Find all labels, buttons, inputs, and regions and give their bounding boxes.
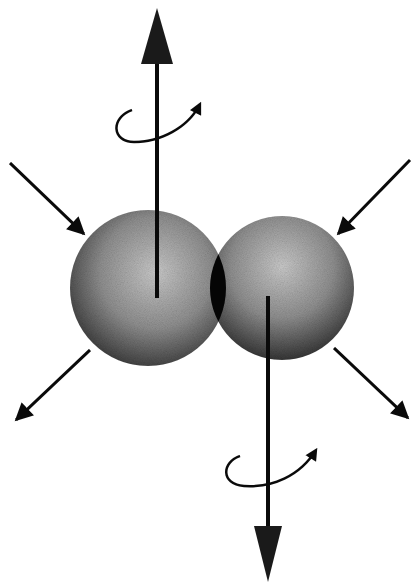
right-sphere	[210, 216, 354, 360]
lower-rotation-curved-arrow-icon	[226, 450, 316, 486]
incoming-arrow-upper-left	[10, 163, 84, 234]
lower-axis-arrowhead-icon	[254, 526, 282, 582]
left-sphere	[70, 210, 226, 366]
upper-axis-arrowhead-icon	[141, 8, 173, 64]
outgoing-arrow-lower-right	[334, 348, 408, 418]
incoming-arrow-upper-right	[338, 160, 410, 234]
outgoing-arrow-lower-left	[16, 350, 90, 420]
